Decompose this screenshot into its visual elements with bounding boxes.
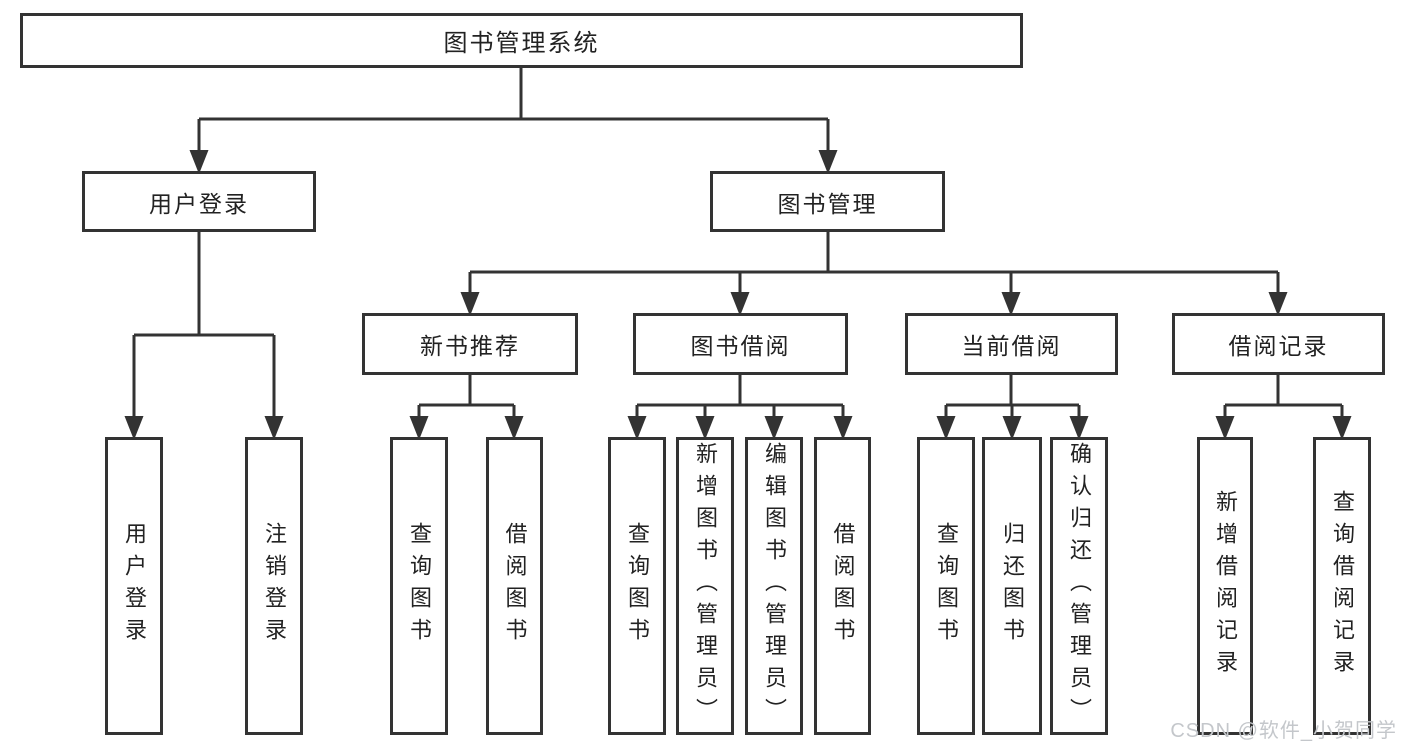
node-borrow-records: 借阅记录 <box>1172 313 1385 375</box>
node-leaf-query-book-current: 查询图书 <box>917 437 975 735</box>
node-leaf-borrow-book-rec: 借阅图书 <box>486 437 543 735</box>
node-user-login-group: 用户登录 <box>82 171 316 232</box>
node-root-system: 图书管理系统 <box>20 13 1023 68</box>
node-leaf-edit-book-admin: 编辑图书（管理员） <box>745 437 803 735</box>
node-leaf-return-book: 归还图书 <box>982 437 1042 735</box>
connector-book-borrow-to-leaves <box>627 375 853 440</box>
node-leaf-user-login: 用户登录 <box>105 437 163 735</box>
node-leaf-add-book-admin: 新增图书（管理员） <box>676 437 734 735</box>
connector-borrow-records-to-leaves <box>1215 375 1352 440</box>
node-leaf-confirm-return-admin: 确认归还（管理员） <box>1050 437 1108 735</box>
node-book-mgmt-group: 图书管理 <box>710 171 945 232</box>
csdn-watermark: CSDN @软件_小贺同学 <box>1170 720 1397 742</box>
node-current-borrow: 当前借阅 <box>905 313 1118 375</box>
node-new-book-rec: 新书推荐 <box>362 313 578 375</box>
connector-root-to-level2 <box>189 68 838 174</box>
node-leaf-query-borrow-record: 查询借阅记录 <box>1313 437 1371 735</box>
connector-current-borrow-to-leaves <box>936 375 1089 440</box>
node-leaf-query-book-rec: 查询图书 <box>390 437 448 735</box>
node-leaf-logout: 注销登录 <box>245 437 303 735</box>
connector-user-login-to-leaves <box>124 232 284 440</box>
node-leaf-add-borrow-record: 新增借阅记录 <box>1197 437 1253 735</box>
node-book-borrow: 图书借阅 <box>633 313 848 375</box>
connector-book-mgmt-to-level3 <box>460 232 1288 316</box>
node-leaf-query-book-borrow: 查询图书 <box>608 437 666 735</box>
connector-new-book-rec-to-leaves <box>409 375 524 440</box>
node-leaf-borrow-book: 借阅图书 <box>814 437 871 735</box>
